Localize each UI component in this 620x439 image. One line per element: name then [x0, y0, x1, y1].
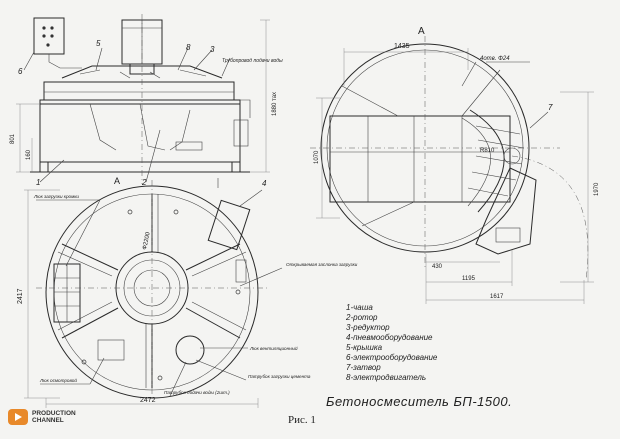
dim-diameter-2200: Ф2200 — [142, 231, 152, 250]
dim-1970: 1970 — [594, 182, 600, 196]
view-a: А 1435 4отв. Ф24 7 R810 1070 1970 430 11… — [310, 26, 600, 304]
callout-1: 1 — [36, 178, 40, 187]
note-discharge-flap: Открываемая заслонка загрузки — [286, 262, 358, 267]
legend-item: 2-ротор — [345, 313, 378, 322]
note-inspection-hatch: Люк осмотровой — [39, 377, 77, 383]
section-arrow-label: А — [114, 176, 120, 186]
callout-4: 4 — [262, 179, 267, 188]
note-loading-hatch: Люк загрузки кромки — [33, 194, 79, 199]
note-ventilation-hatch: Люк вентиляционный — [249, 345, 298, 351]
plan-view: 4 Ф2200 2417 2472 Люк загрузки кромки Лю… — [17, 179, 358, 408]
dim-1435: 1435 — [394, 43, 410, 50]
dim-160: 160 — [26, 149, 32, 160]
dim-2417: 2417 — [17, 288, 24, 304]
dim-1195: 1195 — [462, 276, 476, 282]
callout-6: 6 — [18, 67, 23, 76]
legend-item: 7-затвор — [346, 363, 381, 372]
dim-430: 430 — [432, 264, 443, 270]
legend-item: 6-электрооборудование — [346, 353, 438, 362]
callout-5: 5 — [96, 39, 101, 48]
dim-1617: 1617 — [490, 294, 504, 300]
note-water-feed: Патрубок подачи воды (2шт.) — [164, 390, 230, 395]
legend-item: 4-пневмооборудование — [346, 333, 433, 342]
watermark-text: PRODUCTION CHANNEL — [32, 409, 76, 425]
dim-holes: 4отв. Ф24 — [480, 56, 510, 62]
legend-item: 3-редуктор — [346, 323, 390, 332]
dim-801: 801 — [10, 133, 16, 144]
dim-1070: 1070 — [314, 150, 320, 164]
parts-legend: 1-чаша 2-ротор 3-редуктор 4-пневмооборуд… — [345, 303, 438, 382]
view-a-label: А — [418, 26, 425, 37]
play-icon — [8, 409, 28, 425]
note-cement-feed: Патрубок загрузки цемента — [248, 374, 311, 379]
callout-7: 7 — [548, 103, 553, 112]
dim-r810: R810 — [480, 148, 495, 154]
side-elevation-view: 5 8 3 6 1 2 А Трубопровод подачи воды 80… — [10, 14, 283, 188]
callout-2: 2 — [141, 178, 147, 187]
note-water-pipe: Трубопровод подачи воды — [222, 58, 283, 64]
callout-3: 3 — [210, 45, 215, 54]
legend-item: 8-электродвигатель — [346, 373, 426, 382]
callout-8: 8 — [186, 43, 191, 52]
figure-caption: Рис. 1 — [288, 414, 316, 426]
dim-2472: 2472 — [140, 397, 156, 404]
legend-item: 1-чаша — [346, 303, 373, 312]
legend-item: 5-крышка — [346, 343, 383, 352]
drawing-title: Бетоносмеситель БП-1500. — [326, 394, 512, 409]
channel-watermark: PRODUCTION CHANNEL — [8, 404, 88, 430]
dim-1880: 1880 тах — [272, 92, 278, 116]
